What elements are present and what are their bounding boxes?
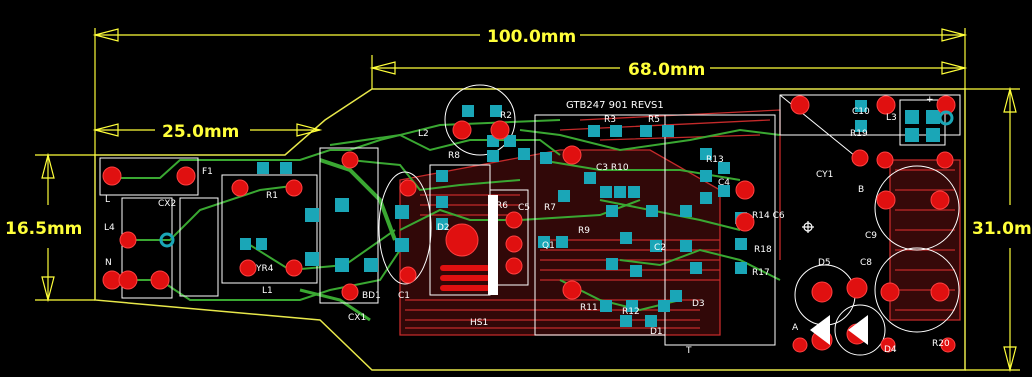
dim-body-length: 68.0mm — [628, 60, 705, 80]
ref-R2: R2 — [500, 111, 512, 121]
ref-B: B — [858, 185, 864, 195]
ref-R3: R3 — [604, 115, 616, 125]
dimension-labels: 100.0mm 68.0mm 25.0mm 16.5mm 31.0mm — [5, 27, 1032, 239]
through-hole-pads — [102, 95, 956, 353]
ref-R1: R1 — [266, 191, 278, 201]
reference-designators: L N L4 F1 CX2 L1 R1 YR4 CX1 BD1 C1 L2 R2… — [104, 95, 950, 356]
heatsink-hs1 — [440, 195, 498, 295]
ref-CY1: CY1 — [816, 170, 833, 180]
fiducial-marker — [802, 221, 814, 233]
ref-C2: C2 — [654, 243, 666, 253]
ref-D3: D3 — [692, 299, 705, 309]
ref-D4: D4 — [884, 345, 897, 355]
board-outline — [94, 88, 966, 371]
ref-R14-C6: R14 C6 — [752, 211, 785, 221]
ref-L4: L4 — [104, 223, 115, 233]
ref-L2: L2 — [418, 129, 429, 139]
dim-body-height: 31.0mm — [972, 219, 1032, 239]
ref-D1: D1 — [650, 327, 663, 337]
ref-A: A — [792, 323, 799, 333]
ref-R18: R18 — [754, 245, 772, 255]
ref-R6: R6 — [496, 201, 508, 211]
ref-R12: R12 — [622, 307, 640, 317]
smd-pads — [240, 100, 940, 327]
silkscreen-outlines — [99, 84, 961, 356]
diode-symbols — [810, 315, 868, 345]
ref-R8: R8 — [448, 151, 460, 161]
dimension-lines — [35, 28, 1020, 373]
ref-C8: C8 — [860, 258, 872, 268]
ref-YR4: YR4 — [255, 264, 274, 274]
ref-C9: C9 — [865, 231, 877, 241]
ref-R9: R9 — [578, 226, 590, 236]
ref-L3: L3 — [886, 113, 897, 123]
ref-T: T — [685, 346, 692, 356]
ref-R7: R7 — [544, 203, 556, 213]
dim-plug-height: 16.5mm — [5, 219, 82, 239]
ref-C4: C4 — [718, 178, 730, 188]
ref-R5: R5 — [648, 115, 660, 125]
ref-R13: R13 — [706, 155, 724, 165]
ref-R11: R11 — [580, 303, 598, 313]
dim-plug-length: 25.0mm — [162, 122, 239, 142]
ref-C3-R10: C3 R10 — [596, 163, 629, 173]
ref-Q1: Q1 — [542, 241, 555, 251]
dim-total-length: 100.0mm — [487, 27, 576, 47]
ref-R17: R17 — [752, 268, 770, 278]
mounting-holes — [159, 110, 954, 248]
ref-CX2: CX2 — [158, 199, 176, 209]
ref-plus: + — [926, 95, 934, 105]
ref-L: L — [105, 195, 110, 205]
ref-D2: D2 — [437, 223, 450, 233]
ref-R19: R19 — [850, 129, 868, 139]
ref-BD1: BD1 — [362, 291, 381, 301]
ref-L1: L1 — [262, 286, 273, 296]
ref-D5: D5 — [818, 258, 831, 268]
ref-N: N — [105, 258, 112, 268]
ref-F1: F1 — [202, 167, 213, 177]
ref-HS1: HS1 — [470, 318, 488, 328]
ref-C5: C5 — [518, 203, 530, 213]
ref-C1: C1 — [398, 291, 410, 301]
ref-R20: R20 — [932, 339, 950, 349]
board-title: GTB247 901 REVS1 — [566, 100, 664, 111]
ref-C10: C10 — [852, 107, 870, 117]
ref-CX1: CX1 — [348, 313, 366, 323]
